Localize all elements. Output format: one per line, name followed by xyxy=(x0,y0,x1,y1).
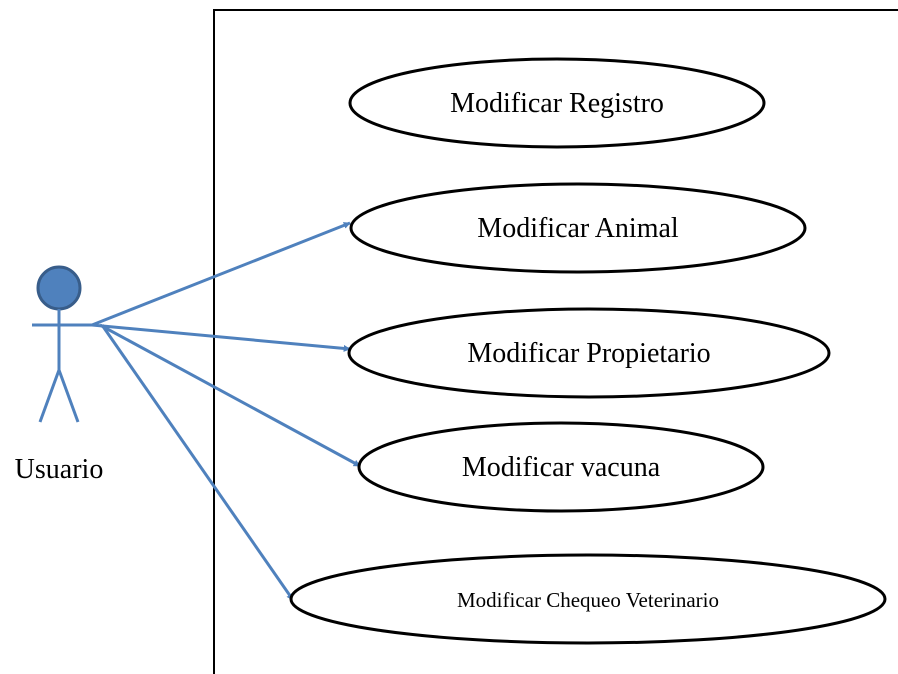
use-case-label: Modificar Chequeo Veterinario xyxy=(457,588,719,612)
use-case-ellipse xyxy=(348,57,766,149)
use-case-modificar-chequeo-veterinario: Modificar Chequeo Veterinario xyxy=(289,553,887,645)
actor-usuario: Usuario xyxy=(15,265,104,485)
associations xyxy=(91,221,361,601)
association-modificar-animal xyxy=(91,221,351,327)
use-case-label: Modificar Animal xyxy=(477,213,679,244)
actor-head xyxy=(36,265,82,311)
use-case-modificar-animal: Modificar Animal xyxy=(349,182,807,274)
actor-right-leg xyxy=(57,369,80,423)
use-case-modificar-registro: Modificar Registro xyxy=(348,57,766,149)
use-case-modificar-vacuna: Modificar vacuna xyxy=(357,421,765,513)
use-case-ellipse xyxy=(289,553,887,645)
use-case-ellipse xyxy=(347,307,831,399)
association-modificar-propietario xyxy=(91,323,351,352)
use-case-ellipse xyxy=(357,421,765,513)
use-case-label: Modificar Registro xyxy=(450,88,664,119)
use-case-label: Modificar vacuna xyxy=(462,452,661,483)
use-case-label: Modificar Propietario xyxy=(467,338,710,369)
actor-left-leg xyxy=(38,369,61,423)
system-boundary xyxy=(213,9,898,674)
association-modificar-vacuna xyxy=(99,323,361,468)
use-case-ellipse xyxy=(349,182,807,274)
use-case-modificar-propietario: Modificar Propietario xyxy=(347,307,831,399)
actor-label: Usuario xyxy=(15,454,104,485)
association-modificar-chequeo-veterinario xyxy=(100,324,295,601)
